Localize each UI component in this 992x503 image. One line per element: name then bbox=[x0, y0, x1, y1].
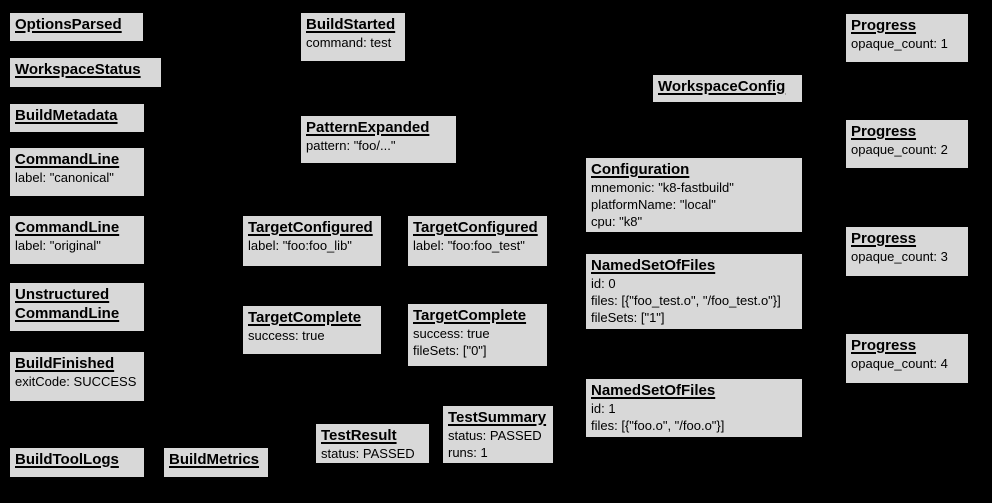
node-field: label: "original" bbox=[15, 238, 101, 253]
node-target-configured-foo-lib: TargetConfigured label: "foo:foo_lib" bbox=[242, 215, 382, 267]
node-progress-3: Progress opaque_count: 3 bbox=[845, 226, 969, 277]
node-pattern-expanded: PatternExpanded pattern: "foo/..." bbox=[300, 115, 457, 164]
node-title: NamedSetOfFiles bbox=[591, 257, 716, 274]
node-progress-4: Progress opaque_count: 4 bbox=[845, 333, 969, 384]
node-title: BuildFinished bbox=[15, 355, 115, 372]
node-title: TestSummary bbox=[448, 409, 547, 426]
node-title: Unstructured CommandLine bbox=[15, 286, 120, 322]
node-target-complete-foo-test: TargetComplete success: true fileSets: ["0… bbox=[407, 303, 548, 367]
node-title: TargetConfigured bbox=[248, 219, 373, 236]
node-build-metrics: BuildMetrics bbox=[163, 447, 269, 478]
node-field: status: PASSED bbox=[448, 428, 542, 443]
node-field: files: [{"foo.o", "/foo.o"}] bbox=[591, 418, 725, 433]
node-field: platformName: "local" bbox=[591, 197, 716, 212]
node-test-summary: TestSummary status: PASSED runs: 1 bbox=[442, 405, 554, 464]
node-configuration: Configuration mnemonic: "k8-fastbuild" pla… bbox=[585, 157, 803, 233]
node-title: Progress bbox=[851, 123, 917, 140]
node-title: PatternExpanded bbox=[306, 119, 430, 136]
node-options-parsed: OptionsParsed bbox=[9, 12, 144, 42]
node-field: fileSets: ["0"] bbox=[413, 343, 487, 358]
node-title: OptionsParsed bbox=[15, 16, 122, 33]
node-field: fileSets: ["1"] bbox=[591, 310, 665, 325]
node-target-configured-foo-test: TargetConfigured label: "foo:foo_test" bbox=[407, 215, 548, 267]
node-title: Progress bbox=[851, 17, 917, 34]
node-progress-2: Progress opaque_count: 2 bbox=[845, 119, 969, 169]
node-title: TargetComplete bbox=[248, 309, 362, 326]
node-field: success: true bbox=[413, 326, 490, 341]
node-field: command: test bbox=[306, 35, 392, 50]
node-field: cpu: "k8" bbox=[591, 214, 643, 229]
node-command-line-original: CommandLine label: "original" bbox=[9, 215, 145, 265]
node-named-set-of-files-1: NamedSetOfFiles id: 1 files: [{"foo.o", "/… bbox=[585, 378, 803, 438]
node-field: opaque_count: 4 bbox=[851, 356, 948, 371]
node-build-started: BuildStarted command: test bbox=[300, 12, 406, 62]
node-title: CommandLine bbox=[15, 219, 120, 236]
node-field: success: true bbox=[248, 328, 325, 343]
node-progress-1: Progress opaque_count: 1 bbox=[845, 13, 969, 63]
node-title: WorkspaceStatus bbox=[15, 61, 141, 78]
node-field: id: 1 bbox=[591, 401, 616, 416]
node-field: label: "foo:foo_test" bbox=[413, 238, 525, 253]
node-title: TargetConfigured bbox=[413, 219, 538, 236]
node-field: status: PASSED bbox=[321, 446, 415, 461]
node-field: opaque_count: 1 bbox=[851, 36, 948, 51]
node-title: BuildMetadata bbox=[15, 107, 118, 124]
node-field: id: 0 bbox=[591, 276, 616, 291]
node-field: opaque_count: 2 bbox=[851, 142, 948, 157]
node-target-complete-foo-lib: TargetComplete success: true bbox=[242, 305, 382, 355]
node-command-line-canonical: CommandLine label: "canonical" bbox=[9, 147, 145, 197]
node-field: label: "foo:foo_lib" bbox=[248, 238, 352, 253]
node-field: label: "canonical" bbox=[15, 170, 114, 185]
node-test-result: TestResult status: PASSED bbox=[315, 423, 430, 464]
node-title: TestResult bbox=[321, 427, 397, 444]
node-build-finished: BuildFinished exitCode: SUCCESS bbox=[9, 351, 145, 402]
node-build-metadata: BuildMetadata bbox=[9, 103, 145, 133]
node-title: BuildStarted bbox=[306, 16, 396, 33]
node-title: CommandLine bbox=[15, 151, 120, 168]
node-title: BuildToolLogs bbox=[15, 451, 119, 468]
node-title: TargetComplete bbox=[413, 307, 527, 324]
node-title: Configuration bbox=[591, 161, 690, 178]
node-title: Progress bbox=[851, 337, 917, 354]
node-field: exitCode: SUCCESS bbox=[15, 374, 137, 389]
node-field: runs: 1 bbox=[448, 445, 488, 460]
node-field: pattern: "foo/..." bbox=[306, 138, 396, 153]
node-named-set-of-files-0: NamedSetOfFiles id: 0 files: [{"foo_test.o… bbox=[585, 253, 803, 330]
node-unstructured-command-line: Unstructured CommandLine bbox=[9, 282, 145, 332]
node-field: mnemonic: "k8-fastbuild" bbox=[591, 180, 734, 195]
node-field: opaque_count: 3 bbox=[851, 249, 948, 264]
node-field: files: [{"foo_test.o", "/foo_test.o"}] bbox=[591, 293, 781, 308]
node-workspace-config: WorkspaceConfig bbox=[652, 74, 803, 103]
node-workspace-status: WorkspaceStatus bbox=[9, 57, 162, 88]
node-title: WorkspaceConfig bbox=[658, 78, 786, 95]
node-title: Progress bbox=[851, 230, 917, 247]
node-title: NamedSetOfFiles bbox=[591, 382, 716, 399]
node-title: BuildMetrics bbox=[169, 451, 260, 468]
node-build-tool-logs: BuildToolLogs bbox=[9, 447, 145, 478]
